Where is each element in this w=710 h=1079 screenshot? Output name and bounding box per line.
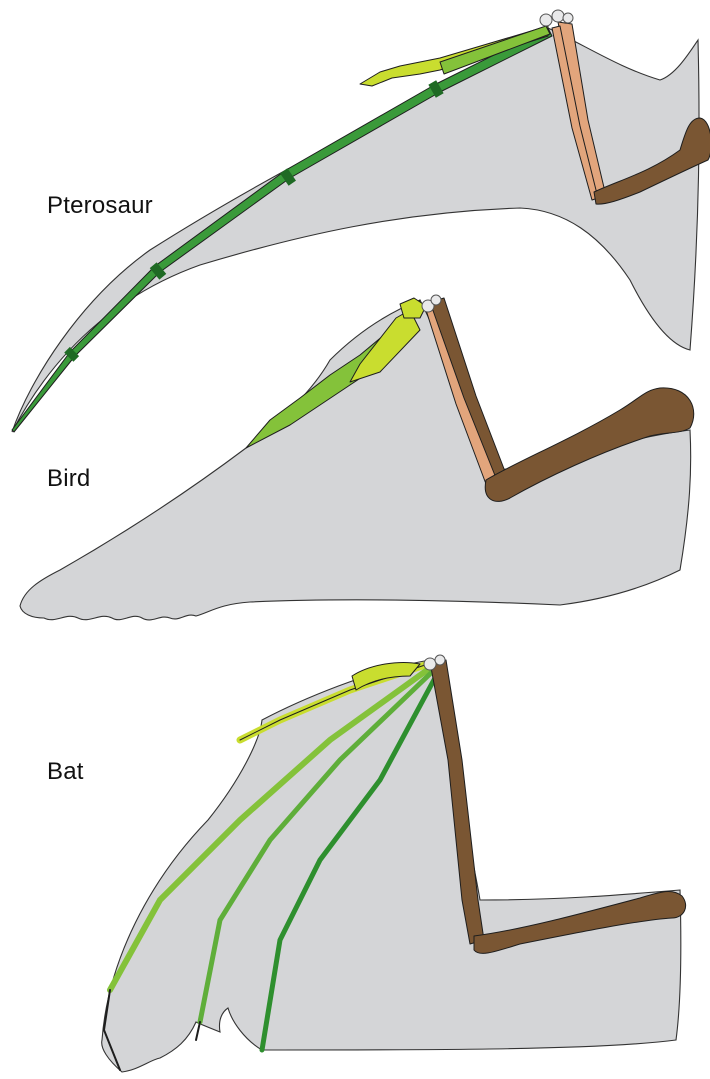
bird-membrane <box>20 300 691 620</box>
pterosaur-label: Pterosaur <box>47 192 153 220</box>
bat-label: Bat <box>47 758 84 786</box>
bird-label: Bird <box>47 465 90 493</box>
bat-membrane <box>102 660 681 1072</box>
bird-wing-icon <box>20 295 694 620</box>
bat-wing-icon <box>102 655 686 1072</box>
